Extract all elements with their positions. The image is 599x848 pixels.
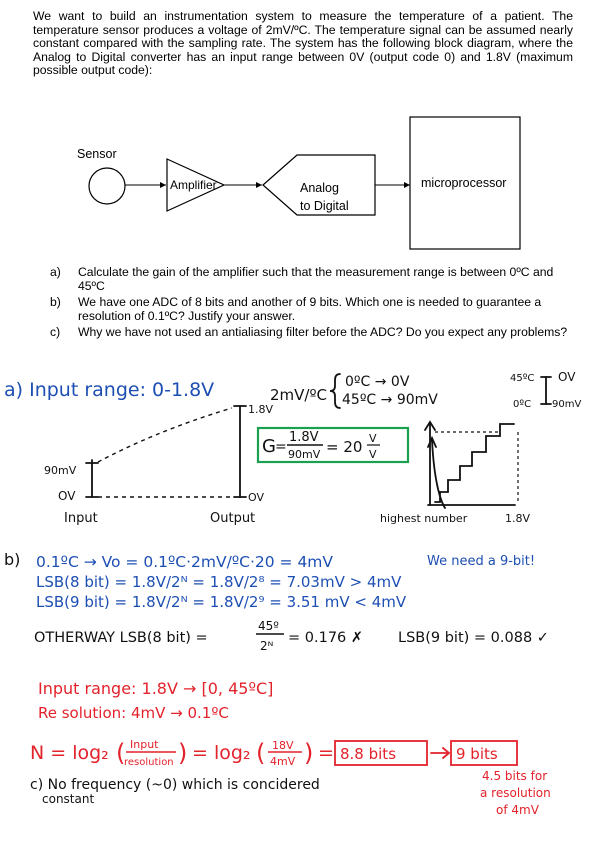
b-line3: LSB(9 bit) = 1.8V/2ᴺ = 1.8V/2⁹ = 3.51 mV… <box>36 593 407 611</box>
svg-text:(: ( <box>256 739 265 767</box>
n-num: Input <box>130 738 159 751</box>
question-a: a) Calculate the gain of the amplifier s… <box>50 265 554 293</box>
red-note1: 4.5 bits for <box>482 769 547 783</box>
n-box1 <box>334 740 428 766</box>
otherway-result: = 0.176 ✗ <box>288 630 363 646</box>
left-ov: OV <box>58 489 76 503</box>
n-den: resolution <box>124 757 174 768</box>
top-right-45c: 45ºC <box>510 373 534 384</box>
gain-denominator: 90mV <box>288 448 321 461</box>
adc-label-line2: to Digital <box>300 199 349 213</box>
sensor-label: Sensor <box>77 147 117 161</box>
adc-label-line1: Analog <box>300 181 339 195</box>
block-diagram: Sensor Amplifier Analog to Digital micro… <box>77 116 521 250</box>
otherway-den: 2ᴺ <box>260 639 273 653</box>
a-input-range: a) Input range: 0-1.8V <box>4 379 214 401</box>
red-input-range: Input range: 1.8V → [0, 45ºC] <box>38 679 273 698</box>
sensor-circle <box>88 167 126 205</box>
b-label: b) <box>4 550 20 569</box>
red-note2: a resolution <box>480 786 551 800</box>
staircase <box>434 423 515 503</box>
microprocessor-box <box>409 116 521 250</box>
output-ov: OV <box>248 491 264 504</box>
svg-text:): ) <box>178 739 187 767</box>
gain-result: = 20 <box>326 438 362 456</box>
problem-statement: We want to build an instrumentation syst… <box>33 9 573 78</box>
c-line1: c) No frequency (~0) which is concidered <box>30 777 320 793</box>
a-sensitivity: 2mV/ºC <box>270 386 327 404</box>
n-prefix: N = log₂ <box>30 742 109 764</box>
dashed-upper <box>97 407 233 463</box>
c-line2: constant <box>42 792 94 806</box>
map-0c: 0ºC → 0V <box>345 374 410 390</box>
staircase-1-8v: 1.8V <box>505 512 530 525</box>
svg-text:): ) <box>304 739 313 767</box>
answer-b: b) 0.1ºC → Vo = 0.1ºC·2mV/ºC·20 = 4mV We… <box>4 550 551 817</box>
map-45c: 45ºC → 90mV <box>342 392 438 408</box>
answer-a: a) Input range: 0-1.8V 2mV/ºC 0ºC → 0V 4… <box>4 370 581 526</box>
top-right-ov: OV <box>558 370 576 384</box>
left-90mv: 90mV <box>44 464 77 477</box>
output-1-8v: 1.8V <box>248 403 273 416</box>
amplifier-triangle <box>166 158 226 212</box>
question-c: c) Why we have not used an antialiasing … <box>50 325 568 340</box>
svg-text:(: ( <box>116 739 125 767</box>
n-num2: 18V <box>272 739 294 752</box>
otherway-num: 45º <box>258 619 279 633</box>
b-line2: LSB(8 bit) = 1.8V/2ᴺ = 1.8V/2⁸ = 7.03mV … <box>36 573 402 591</box>
gain-numerator: 1.8V <box>289 430 319 445</box>
n-box1-text: 8.8 bits <box>340 745 396 763</box>
red-resolution: Re solution: 4mV → 0.1ºC <box>38 704 229 722</box>
gain-box <box>256 426 410 464</box>
n-den2: 4mV <box>270 755 296 768</box>
top-right-90mv: 90mV <box>552 399 581 410</box>
top-right-0c: 0ºC <box>513 399 531 410</box>
b-line1: 0.1ºC → Vo = 0.1ºC·2mV/ºC·20 = 4mV <box>36 553 333 571</box>
microprocessor-label: microprocessor <box>421 176 506 190</box>
input-label: Input <box>64 511 98 526</box>
mapping-brace <box>329 373 341 409</box>
b-we-need: We need a 9-bit! <box>427 554 535 569</box>
answer-c: c) No frequency (~0) which is concidered… <box>30 777 320 806</box>
svg-text:=: = <box>318 742 334 764</box>
highest-number: highest number <box>380 512 468 525</box>
otherway-lsb9: LSB(9 bit) = 0.088 ✓ <box>398 630 549 646</box>
questions-list: a) Calculate the gain of the amplifier s… <box>50 265 570 343</box>
gain-unit-den: V <box>369 448 377 461</box>
svg-text:=: = <box>275 439 287 455</box>
question-b: b) We have one ADC of 8 bits and another… <box>50 295 542 323</box>
gain-unit-num: V <box>369 432 377 445</box>
red-note3: of 4mV <box>496 803 540 817</box>
n-box2-text: 9 bits <box>456 745 498 763</box>
n-mid: = log₂ <box>192 742 251 764</box>
output-label: Output <box>210 511 255 526</box>
n-box2 <box>450 740 518 766</box>
gain-g: G <box>262 436 276 457</box>
amplifier-label: Amplifier <box>170 178 217 192</box>
highest-pointer <box>431 439 446 509</box>
otherway-lsb8: OTHERWAY LSB(8 bit) = <box>34 630 208 646</box>
